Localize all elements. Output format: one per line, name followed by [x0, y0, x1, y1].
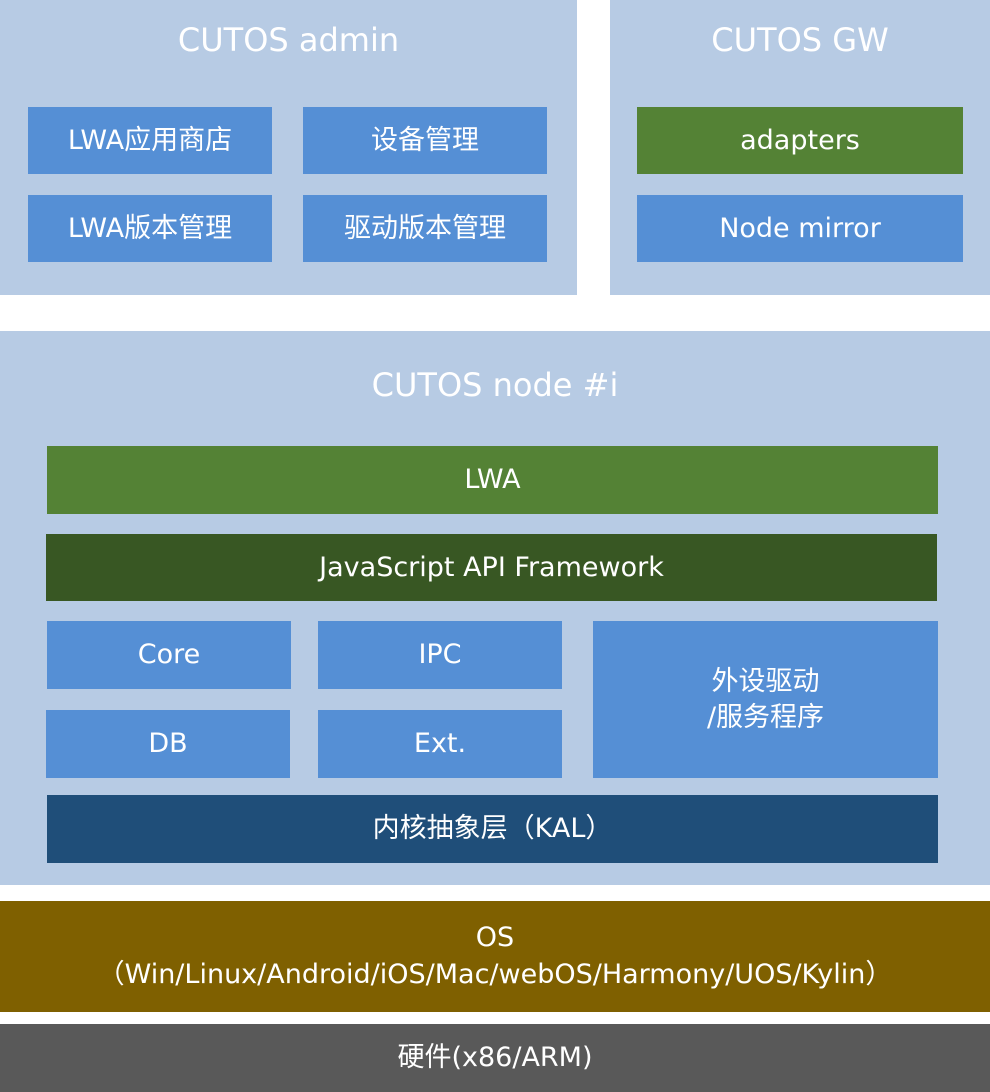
hardware-bar: 硬件(x86/ARM)	[0, 1024, 990, 1092]
kernel-abstraction-layer: 内核抽象层（KAL）	[47, 795, 938, 863]
cutos-node-panel: CUTOS node #i LWA JavaScript API Framewo…	[0, 331, 990, 885]
lwa-layer: LWA	[47, 446, 938, 514]
os-bar: OS （Win/Linux/Android/iOS/Mac/webOS/Harm…	[0, 901, 990, 1012]
ipc-box: IPC	[318, 621, 562, 689]
os-label: OS	[475, 922, 515, 954]
lwa-app-store-box: LWA应用商店	[28, 107, 272, 174]
cutos-node-title: CUTOS node #i	[371, 366, 619, 404]
os-platforms-label: （Win/Linux/Android/iOS/Mac/webOS/Harmony…	[97, 958, 893, 990]
node-mirror-box: Node mirror	[637, 195, 963, 262]
drivers-label-line2: /服务程序	[706, 701, 825, 733]
adapters-box: adapters	[637, 107, 963, 174]
cutos-gw-panel: CUTOS GW adapters Node mirror	[610, 0, 990, 295]
ext-box: Ext.	[318, 710, 562, 778]
driver-version-management-box: 驱动版本管理	[303, 195, 547, 262]
lwa-version-management-box: LWA版本管理	[28, 195, 272, 262]
device-management-box: 设备管理	[303, 107, 547, 174]
core-box: Core	[47, 621, 291, 689]
javascript-api-framework-layer: JavaScript API Framework	[46, 534, 937, 601]
drivers-label-line1: 外设驱动	[711, 666, 820, 698]
cutos-admin-title: CUTOS admin	[177, 21, 400, 59]
db-box: DB	[46, 710, 290, 778]
peripheral-drivers-services-box: 外设驱动 /服务程序	[593, 621, 938, 778]
cutos-gw-title: CUTOS GW	[711, 21, 889, 59]
cutos-admin-panel: CUTOS admin LWA应用商店 设备管理 LWA版本管理 驱动版本管理	[0, 0, 577, 295]
